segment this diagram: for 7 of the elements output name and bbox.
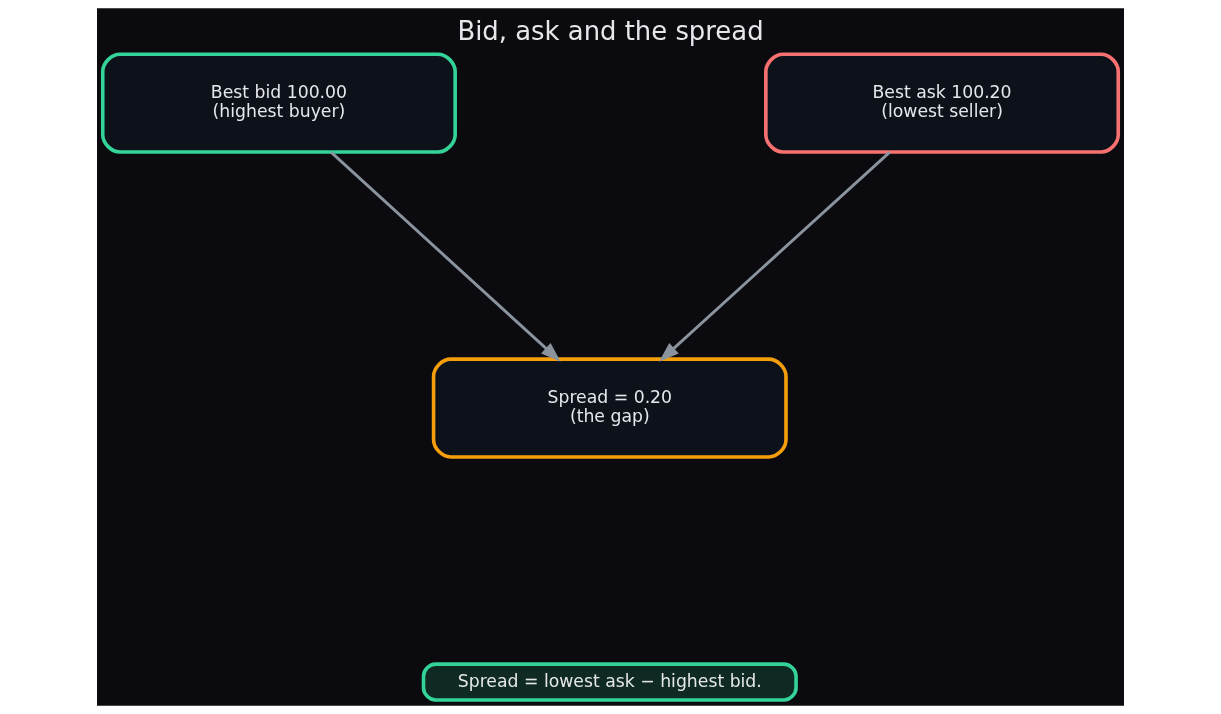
arrow [659,151,891,362]
node-box: Spread = lowest ask − highest bid. [421,662,798,702]
node-box: Spread = 0.20 (the gap) [431,357,788,459]
diagram-title: Bid, ask and the spread [457,16,764,47]
node-box: Best bid 100.00 (highest buyer) [100,52,457,154]
node-box: Best ask 100.20 (lowest seller) [764,52,1121,154]
arrow [330,151,561,362]
